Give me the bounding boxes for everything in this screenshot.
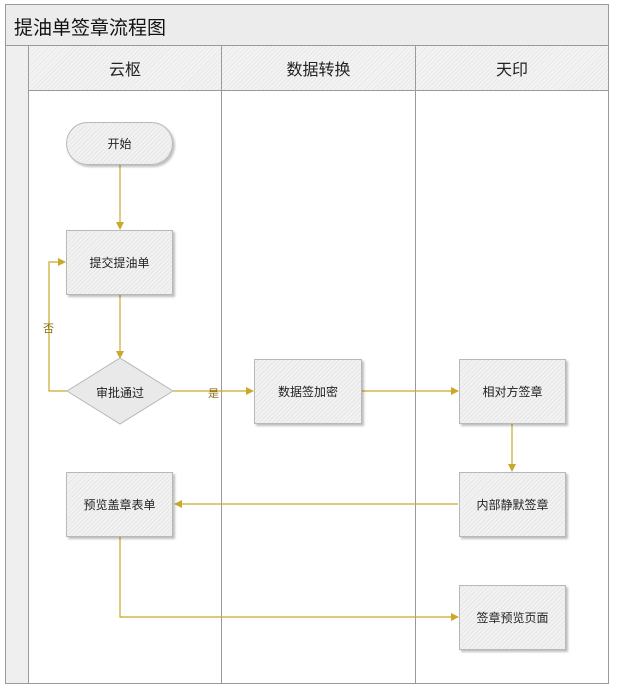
internal-silent-sign-node: 内部静默签章 xyxy=(459,472,566,537)
lane-header-tianyin: 天印 xyxy=(416,46,609,91)
sign-preview-page-node: 签章预览页面 xyxy=(459,585,566,650)
data-encrypt-node: 数据签加密 xyxy=(254,359,362,424)
pool-side-strip xyxy=(5,46,29,684)
lane-header-yunshu: 云枢 xyxy=(29,46,222,91)
approval-decision-label: 审批通过 xyxy=(95,386,144,400)
connector-preview-form-to-preview-page xyxy=(119,537,459,621)
title-bar: 提油单签章流程图 xyxy=(5,4,609,46)
lane-body-yunshu xyxy=(29,91,222,684)
preview-sealed-form-node: 预览盖章表单 xyxy=(66,472,173,537)
submit-order-node: 提交提油单 xyxy=(66,230,173,295)
connector-approve-no-loop xyxy=(48,258,67,392)
lane-header-data-conversion: 数据转换 xyxy=(222,46,416,91)
edge-label-no: 否 xyxy=(43,322,54,335)
start-node: 开始 xyxy=(66,122,173,165)
edge-label-yes: 是 xyxy=(208,387,219,400)
decision-diamond-shape xyxy=(66,357,174,425)
diagram-title: 提油单签章流程图 xyxy=(14,17,167,39)
relative-party-sign-node: 相对方签章 xyxy=(459,359,566,424)
